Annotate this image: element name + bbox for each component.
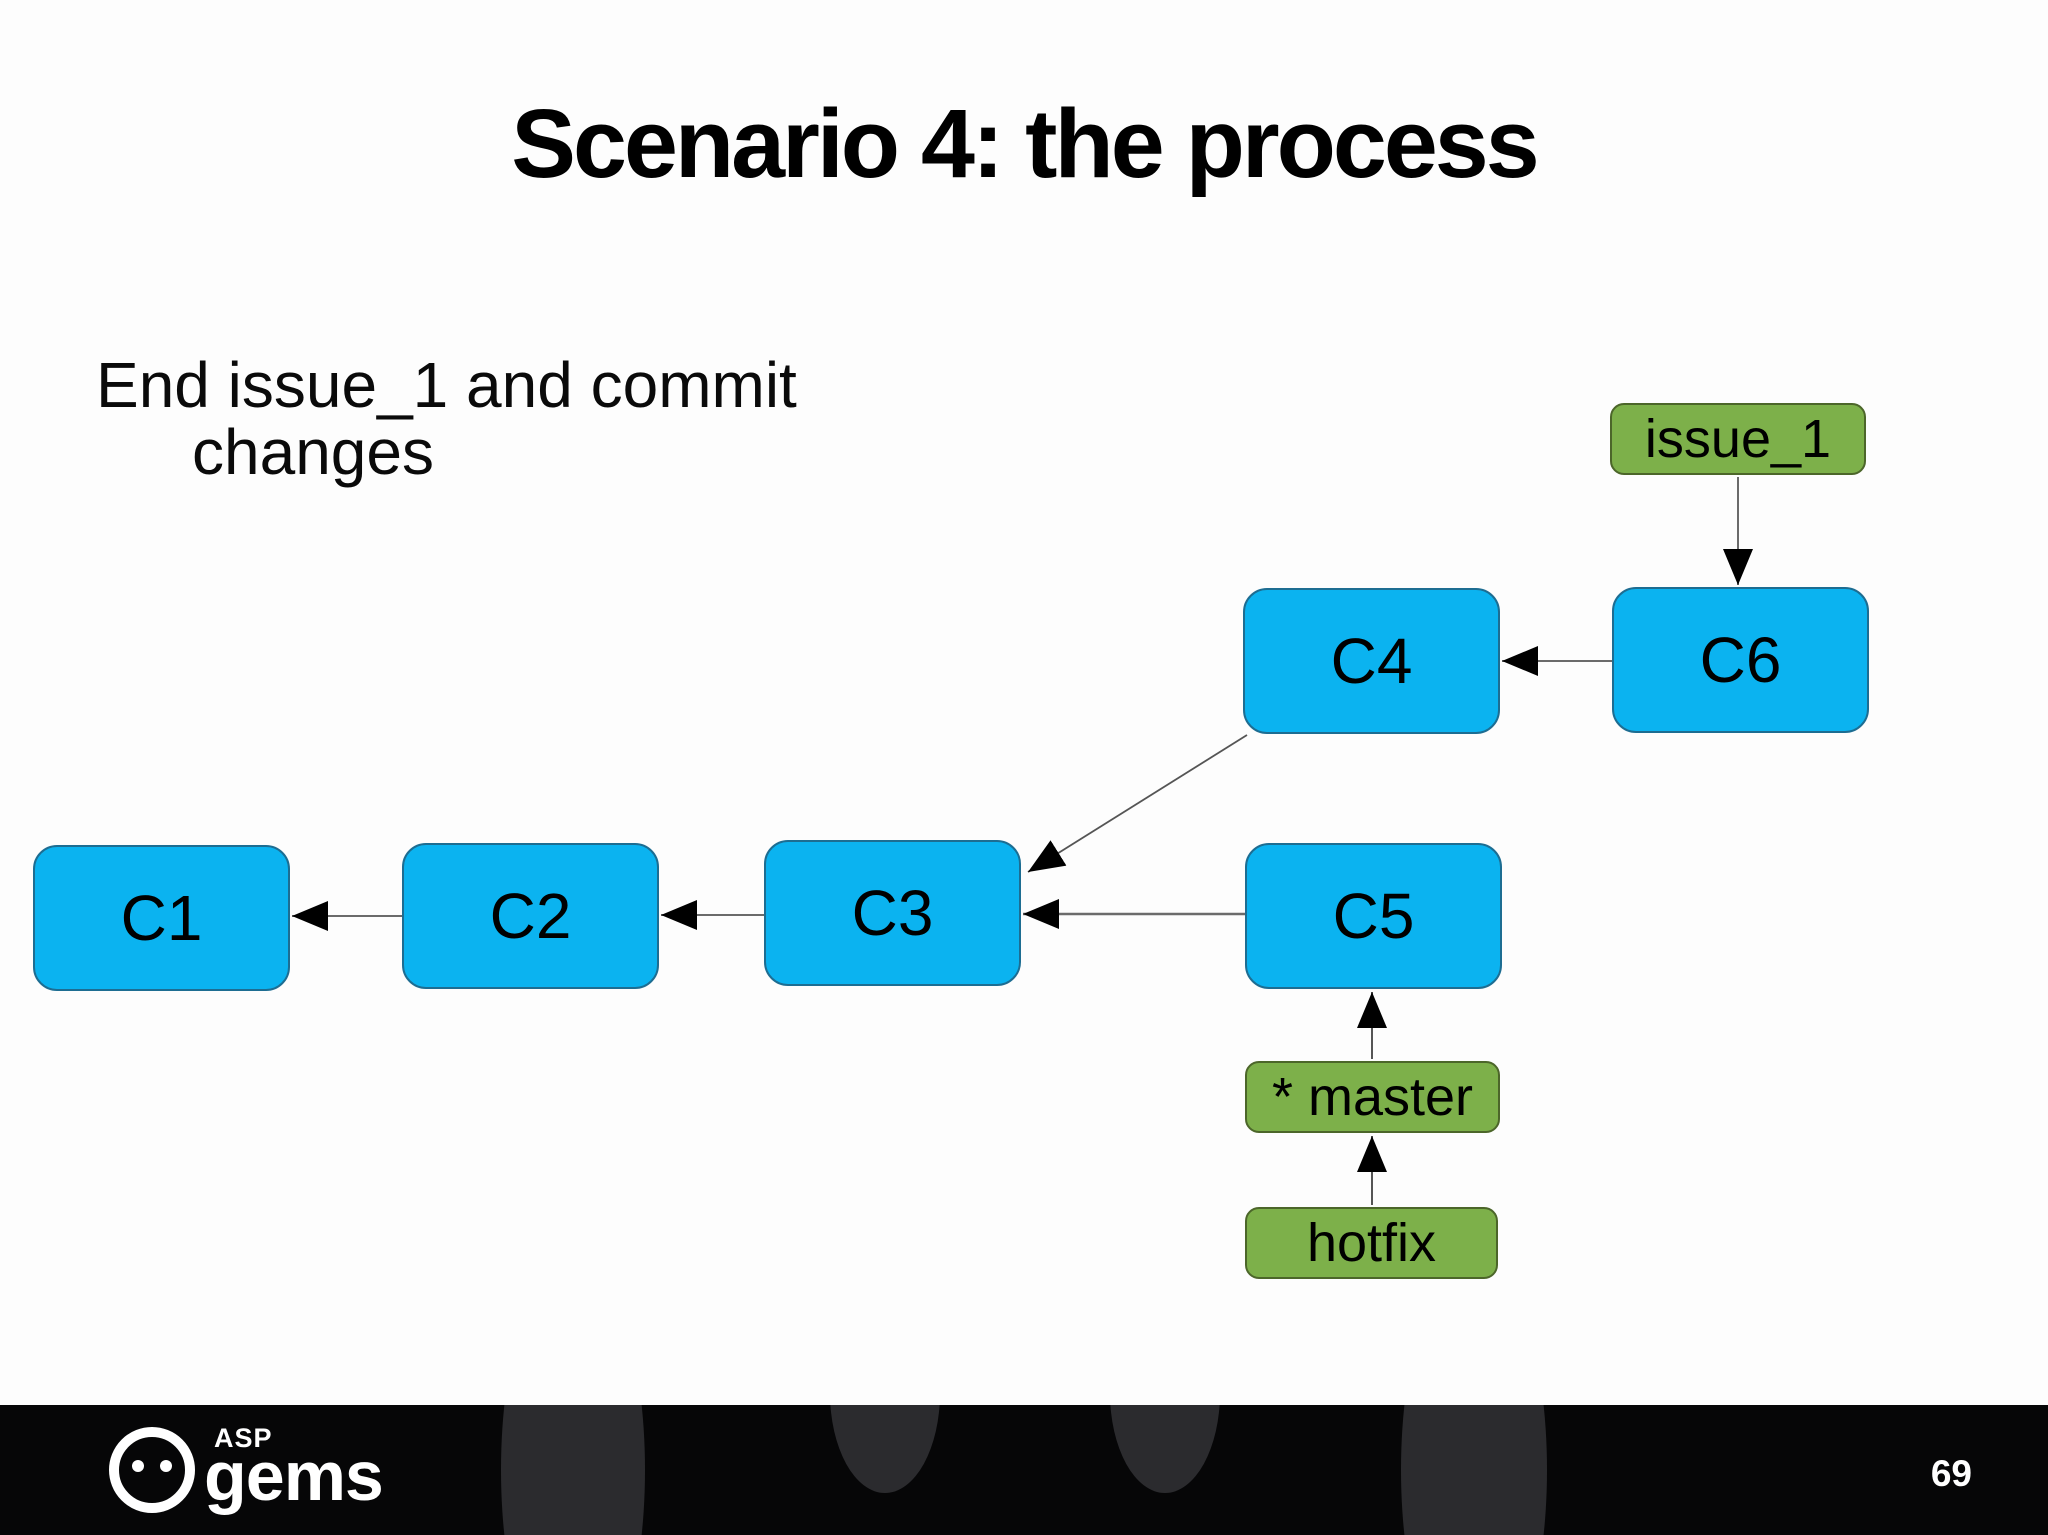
logo-text-gems: gems: [204, 1437, 384, 1515]
page-number: 69: [1930, 1453, 1972, 1494]
edge-c4-to-c3: [1027, 734, 1248, 873]
logo-text-asp: ASP: [214, 1423, 273, 1453]
footer-decoration-shapes: [501, 1405, 1547, 1535]
branch-node-hotfix-label: hotfix: [1306, 1213, 1437, 1273]
commit-node-c4: C4: [1243, 588, 1500, 734]
commit-node-c6-label: C6: [1699, 624, 1782, 696]
branch-node-issue-1: issue_1: [1610, 403, 1866, 475]
commit-node-c3-label: C3: [851, 877, 934, 949]
aspgems-logo: ASP gems: [104, 1405, 524, 1535]
footer-bar: ASP gems 69: [0, 1405, 2048, 1535]
page-title: Scenario 4: the process: [511, 89, 1539, 198]
body-text-line2: changes: [192, 416, 434, 489]
slide-body-text: End issue_1 and commit changes: [96, 349, 1246, 489]
branch-node-issue-1-label: issue_1: [1644, 409, 1832, 469]
commit-node-c2-label: C2: [489, 880, 572, 952]
branch-node-master: * master: [1245, 1061, 1500, 1133]
commit-node-c1-label: C1: [120, 882, 203, 954]
commit-node-c1: C1: [33, 845, 290, 991]
body-text-line1: End issue_1 and commit: [96, 349, 797, 421]
smiley-face-icon: [109, 1427, 195, 1513]
commit-node-c6: C6: [1612, 587, 1869, 733]
commit-node-c5: C5: [1245, 843, 1502, 989]
commit-node-c3: C3: [764, 840, 1021, 986]
branch-node-master-label: * master: [1271, 1067, 1474, 1127]
commit-node-c2: C2: [402, 843, 659, 989]
commit-node-c5-label: C5: [1332, 880, 1415, 952]
branch-node-hotfix: hotfix: [1245, 1207, 1498, 1279]
commit-node-c4-label: C4: [1330, 625, 1413, 697]
